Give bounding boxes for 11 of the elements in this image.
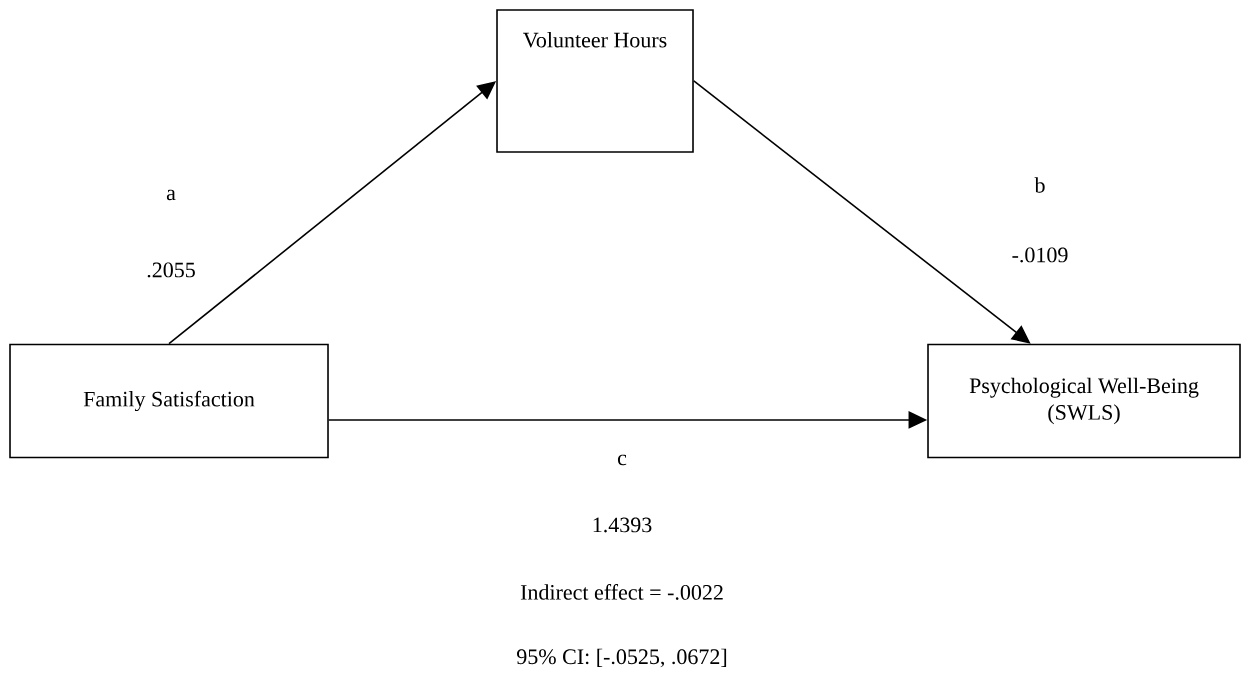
path-coefficient: .2055 — [147, 262, 195, 278]
path-label: b — [1034, 177, 1045, 193]
path-coefficient: 1.4393 — [593, 517, 652, 533]
effect-note: Indirect effect = -.0022 — [520, 584, 723, 600]
path-label: a — [166, 189, 176, 201]
box: Volunteer Hours — [496, 9, 694, 153]
box: Family Satisfaction — [9, 343, 329, 459]
path-label: c — [617, 454, 627, 466]
path-coefficient: -.0109 — [1012, 247, 1068, 263]
effect-note: 95% CI: [-.0525, .0672] — [517, 648, 727, 668]
box: Psychological Well-Being (SWLS) — [927, 343, 1241, 459]
